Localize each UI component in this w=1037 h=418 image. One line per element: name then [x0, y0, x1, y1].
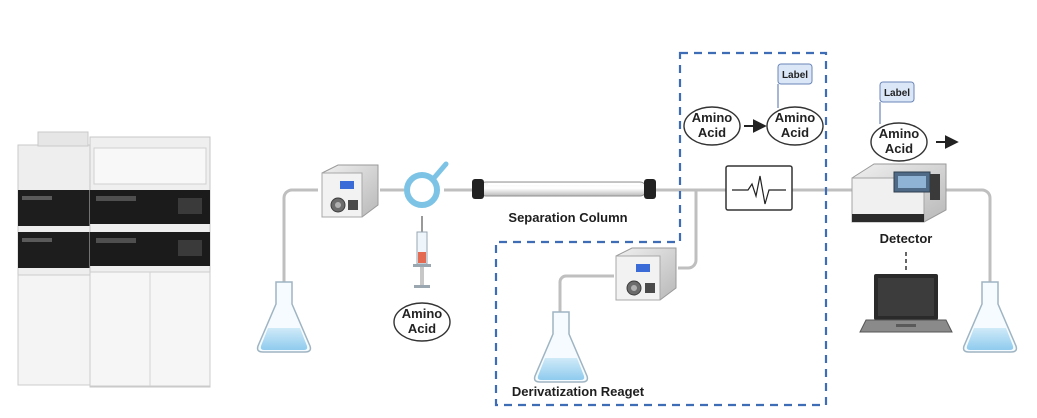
bubble-text: Amino	[879, 126, 920, 141]
label-tag-text: Label	[782, 70, 808, 81]
column-icon	[472, 179, 656, 199]
signal-monitor-icon	[725, 165, 793, 211]
detector-label: Detector	[880, 231, 933, 246]
pump-icon	[321, 164, 379, 218]
flask-icon	[256, 281, 312, 353]
hplc-instrument-icon	[17, 131, 211, 388]
laptop-icon	[859, 274, 953, 333]
bubble-text: Acid	[698, 125, 726, 140]
bubble-text: Acid	[885, 141, 913, 156]
bubble-text: Amino	[402, 306, 443, 321]
derivatization-reagent-label: Derivatization Reaget	[512, 384, 645, 399]
flask-icon	[533, 311, 589, 383]
bubble-text: Amino	[775, 110, 816, 125]
amino-acid-reactant-bubble: Amino Acid	[683, 106, 741, 146]
label-tag-text: Label	[884, 88, 910, 99]
bubble-text: Acid	[781, 125, 809, 140]
detector-instrument-icon	[851, 163, 947, 223]
separation-column-label: Separation Column	[508, 210, 627, 225]
amino-acid-detected-bubble: Label Amino Acid	[870, 81, 928, 162]
tubing	[282, 188, 992, 312]
amino-acid-labeled-bubble: Label Amino Acid	[766, 63, 824, 146]
flask-icon	[962, 281, 1018, 353]
bubble-text: Acid	[408, 321, 436, 336]
injector-valve-icon	[404, 161, 449, 208]
derivatization-region-border	[494, 51, 828, 407]
bubble-text: Amino	[692, 110, 733, 125]
pump-icon	[615, 247, 677, 301]
syringe-icon	[413, 216, 431, 288]
amino-acid-injection-bubble: Amino Acid	[393, 302, 451, 342]
